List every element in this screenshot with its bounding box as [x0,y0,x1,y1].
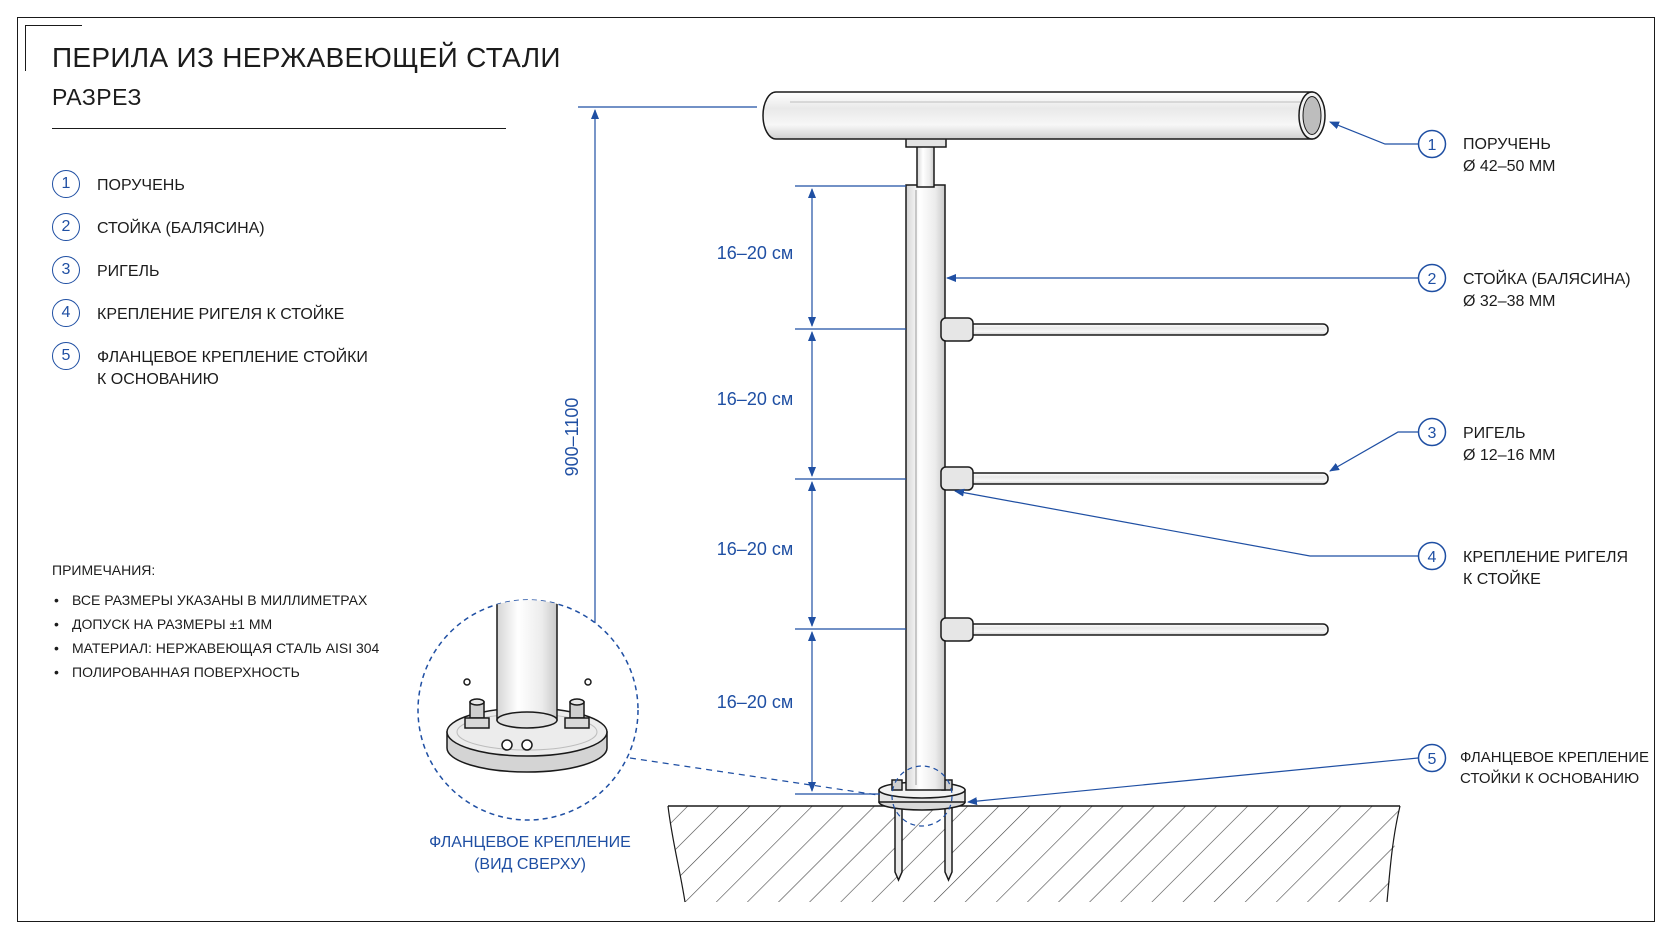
note-item: ПОЛИРОВАННАЯ ПОВЕРХНОСТЬ [54,660,379,684]
spacing-label: 16–20 см [717,389,793,409]
callout-line: СТОЙКИ К ОСНОВАНИЮ [1460,769,1639,787]
spacing-label: 16–20 см [717,692,793,712]
callout-line: СТОЙКА (БАЛЯСИНА) [1463,269,1631,288]
legend-label: РИГЕЛЬ [97,263,160,280]
callout-leaders [946,121,1419,806]
legend-label-line: К ОСНОВАНИЮ [97,371,219,388]
callout-line: Ø 32–38 ММ [1463,293,1555,310]
height-dimension [578,106,757,625]
post-baluster [905,184,946,791]
legend-number: 3 [52,256,80,284]
notes-heading: ПРИМЕЧАНИЯ: [52,562,156,578]
callout-line: РИГЕЛЬ [1463,425,1526,442]
callout-number: 4 [1428,549,1437,566]
callout-line: Ø 12–16 ММ [1463,447,1555,464]
handrail [762,91,1326,140]
crossbar-2 [940,466,1329,491]
drawing-subtitle: РАЗРЕЗ [52,84,142,110]
callout-flange: 5 ФЛАНЦЕВОЕ КРЕПЛЕНИЕ СТОЙКИ К ОСНОВАНИЮ [1417,743,1649,787]
corner-mark [25,25,82,71]
detail-caption: (ВИД СВЕРХУ) [474,856,586,873]
title-divider [52,128,506,129]
callout-number: 3 [1428,425,1437,442]
ground-base [667,805,1401,903]
callout-line: КРЕПЛЕНИЕ РИГЕЛЯ [1463,549,1628,566]
callout-crossbar: 3 РИГЕЛЬ Ø 12–16 ММ [1417,417,1555,464]
notes-list: ВСЕ РАЗМЕРЫ УКАЗАНЫ В МИЛЛИМЕТРАХ ДОПУСК… [52,588,379,684]
legend-label-line: ФЛАНЦЕВОЕ КРЕПЛЕНИЕ СТОЙКИ [97,349,368,366]
callout-crossbar-mount: 4 КРЕПЛЕНИЕ РИГЕЛЯ К СТОЙКЕ [1417,541,1628,588]
legend-number: 1 [52,170,80,198]
callout-line: К СТОЙКЕ [1463,569,1541,588]
callout-handrail: 1 ПОРУЧЕНЬ Ø 42–50 ММ [1417,129,1555,175]
height-label: 900–1100 [562,398,582,477]
legend-label: ПОРУЧЕНЬ [97,177,185,194]
legend-label: ФЛАНЦЕВОЕ КРЕПЛЕНИЕ СТОЙКИ К ОСНОВАНИЮ [97,347,368,391]
callout-number: 2 [1428,271,1437,288]
legend-number: 5 [52,342,80,370]
callout-number: 5 [1428,751,1437,768]
legend-number: 2 [52,213,80,241]
note-item: ДОПУСК НА РАЗМЕРЫ ±1 ММ [54,612,379,636]
callout-number: 1 [1428,137,1437,154]
note-item: МАТЕРИАЛ: НЕРЖАВЕЮЩАЯ СТАЛЬ AISI 304 [54,636,379,660]
handrail-saddle [905,137,947,188]
flange-detail-view [417,599,953,827]
crossbar-1 [940,317,1329,342]
detail-caption: ФЛАНЦЕВОЕ КРЕПЛЕНИЕ [429,834,631,851]
legend-label: СТОЙКА (БАЛЯСИНА) [97,220,265,237]
spacing-label: 16–20 см [717,243,793,263]
legend-label: КРЕПЛЕНИЕ РИГЕЛЯ К СТОЙКЕ [97,306,345,323]
legend-number: 4 [52,299,80,327]
note-item: ВСЕ РАЗМЕРЫ УКАЗАНЫ В МИЛЛИМЕТРАХ [54,588,379,612]
notes: ПРИМЕЧАНИЯ: ВСЕ РАЗМЕРЫ УКАЗАНЫ В МИЛЛИМ… [52,562,379,684]
callout-line: ФЛАНЦЕВОЕ КРЕПЛЕНИЕ [1460,749,1649,766]
callout-post: 2 СТОЙКА (БАЛЯСИНА) Ø 32–38 ММ [1417,263,1631,310]
crossbar-3 [940,617,1329,642]
callout-line: Ø 42–50 ММ [1463,158,1555,175]
spacing-dimension-chain [795,185,906,795]
callout-line: ПОРУЧЕНЬ [1463,136,1551,153]
spacing-label: 16–20 см [717,539,793,559]
drawing-title: ПЕРИЛА ИЗ НЕРЖАВЕЮЩЕЙ СТАЛИ [52,42,561,73]
drawing-frame [17,17,1655,922]
